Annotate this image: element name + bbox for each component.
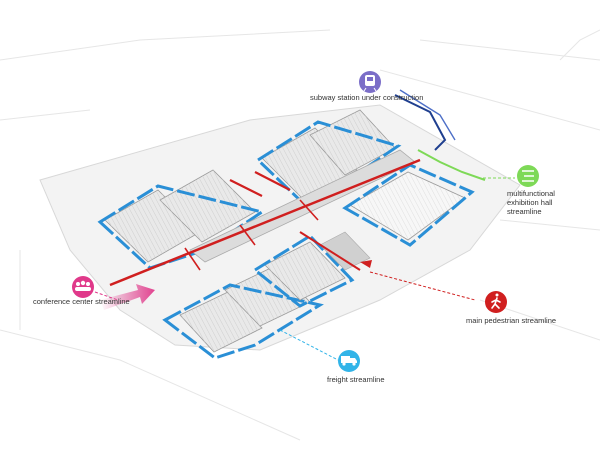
- walking-person-icon: [491, 293, 501, 309]
- label-pedestrian: main pedestrian streamline: [466, 316, 557, 325]
- pedestrian-marker: [485, 291, 507, 313]
- hall-border: [342, 163, 475, 247]
- hall-border: [162, 283, 324, 360]
- truck-icon: [341, 356, 357, 366]
- conference-arrow: [100, 284, 155, 310]
- label-conference: conference center streamline: [33, 297, 130, 306]
- leader-lines: [94, 177, 515, 361]
- list-icon: [522, 170, 534, 182]
- subway-line: [394, 94, 447, 151]
- label-freight: freight streamline: [327, 375, 385, 384]
- train-icon: [363, 75, 377, 92]
- pedestrian-streamline-paths: [109, 158, 421, 287]
- hall-group-lower-right: [252, 234, 355, 308]
- multifunctional-line: [417, 149, 486, 181]
- subway-marker: [359, 71, 381, 93]
- group-icon: [75, 280, 91, 291]
- label-subway: subway station under construction: [310, 93, 424, 102]
- multifunctional-hall: [342, 163, 475, 247]
- conference-marker: [72, 276, 94, 298]
- hall-border: [252, 234, 355, 308]
- freight-marker: [338, 350, 360, 372]
- multifunctional-marker: [517, 165, 539, 187]
- label-multifunctional: multifunctional exhibition hall streamli…: [507, 189, 555, 216]
- pedestrian-arrow-head: [360, 260, 372, 268]
